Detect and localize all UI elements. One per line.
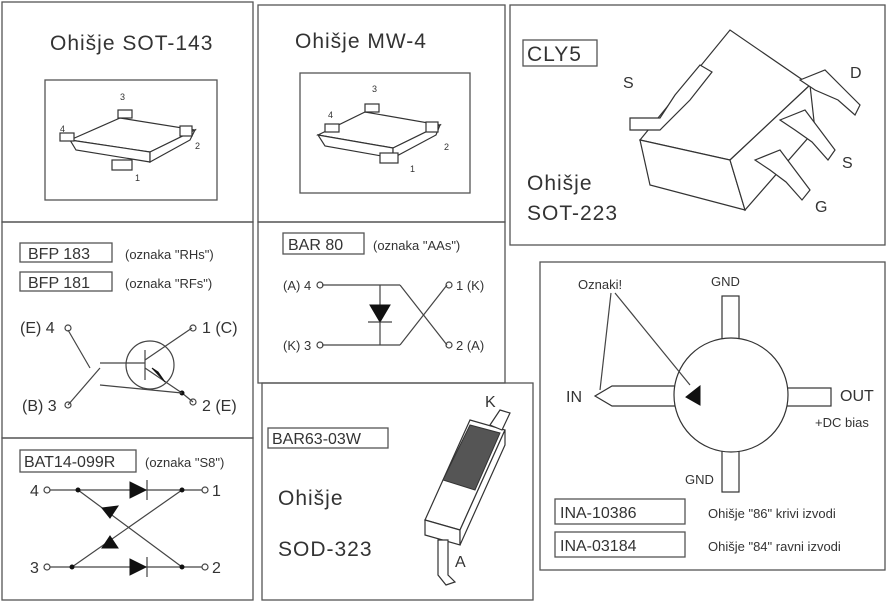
ina-in-label: IN [566,389,582,406]
bfp-mark2: (oznaka "RFs") [125,276,212,291]
bar80-pin-k3: (K) 3 [283,338,311,353]
bar80-pin-k1: 1 (K) [456,278,484,293]
ina-row2-part: INA-03184 [560,538,637,555]
bar80-part-box [282,232,365,255]
svg-text:1: 1 [410,164,415,174]
cly5-package-drawing [629,29,861,212]
svg-text:4: 4 [60,124,65,134]
ina-row2-part-box [554,531,686,558]
ina-callout: Oznaki! [578,277,622,292]
sot143-image-frame [44,79,218,201]
bfp-pin-c1: 1 (C) [202,320,238,337]
cly5-pin-s2: S [842,155,853,172]
bfp-part1-box [19,242,113,263]
bat14-pin-2: 2 [212,560,221,577]
svg-text:2: 2 [195,141,200,151]
panel-bat14 [1,437,254,601]
bar63-part: BAR63-03W [272,431,362,448]
bat14-pin-4: 4 [30,483,39,500]
mw4-package-drawing: 1 2 3 4 [316,84,449,174]
ina-row1-part-box [554,498,686,525]
bar63-package-line2: SOD-323 [278,538,373,561]
svg-text:3: 3 [372,84,377,94]
bar63-pin-k: K [485,394,496,411]
bfp-transistor-symbol [64,324,197,409]
svg-text:2: 2 [444,142,449,152]
bfp-pin-e2: 2 (E) [202,398,237,415]
bar63-package-line1: Ohišje [278,487,344,510]
bar80-part: BAR 80 [288,237,343,254]
bfp-part1: BFP 183 [28,246,90,263]
bar63-pin-a: A [455,554,466,571]
bar80-mark: (oznaka "AAs") [373,238,460,253]
panel-ina [539,261,886,571]
cly5-pin-d: D [850,65,862,82]
bar80-diode-symbol [316,281,453,349]
bfp-part2: BFP 181 [28,275,90,292]
bfp-part2-box [19,271,113,292]
panel-bar63 [261,382,534,601]
bar80-pin-a4: (A) 4 [283,278,311,293]
mw4-image-frame [299,72,471,194]
sot143-title: Ohišje SOT-143 [50,32,213,55]
ina-row2-desc: Ohišje "84" ravni izvodi [708,539,841,554]
bar63-package-drawing [424,409,511,586]
cly5-package-line1: Ohišje [527,172,593,195]
sot143-package-drawing: 1 2 3 4 [59,92,200,183]
bat14-mark: (oznaka "S8") [145,455,224,470]
ina-gnd-top: GND [711,274,740,289]
ina-row1-desc: Ohišje "86" krivi izvodi [708,506,836,521]
cly5-pin-s: S [623,75,634,92]
svg-text:3: 3 [120,92,125,102]
bfp-mark1: (oznaka "RHs") [125,247,214,262]
panel-cly5 [509,4,886,246]
ina-row1-part: INA-10386 [560,505,637,522]
bat14-part: BAT14-099R [24,454,115,471]
ina-gnd-bottom: GND [685,472,714,487]
ina-package-drawing [593,292,832,493]
svg-text:4: 4 [328,110,333,120]
bfp-pin-b3: (B) 3 [22,398,57,415]
mw4-title: Ohišje MW-4 [295,30,427,53]
ina-bias-label: +DC bias [815,415,869,430]
cly5-part: CLY5 [527,43,582,66]
bat14-part-box [19,449,137,473]
bfp-pin-e4: (E) 4 [20,320,55,337]
cly5-part-box [522,39,598,67]
ina-out-label: OUT [840,388,874,405]
bar80-pin-a2: 2 (A) [456,338,484,353]
bar63-part-box [267,427,389,449]
bat14-pin-1: 1 [212,483,221,500]
svg-text:1: 1 [135,173,140,183]
bat14-diode-network [43,480,209,577]
bat14-pin-3: 3 [30,560,39,577]
cly5-package-line2: SOT-223 [527,202,618,225]
cly5-pin-g: G [815,199,827,216]
